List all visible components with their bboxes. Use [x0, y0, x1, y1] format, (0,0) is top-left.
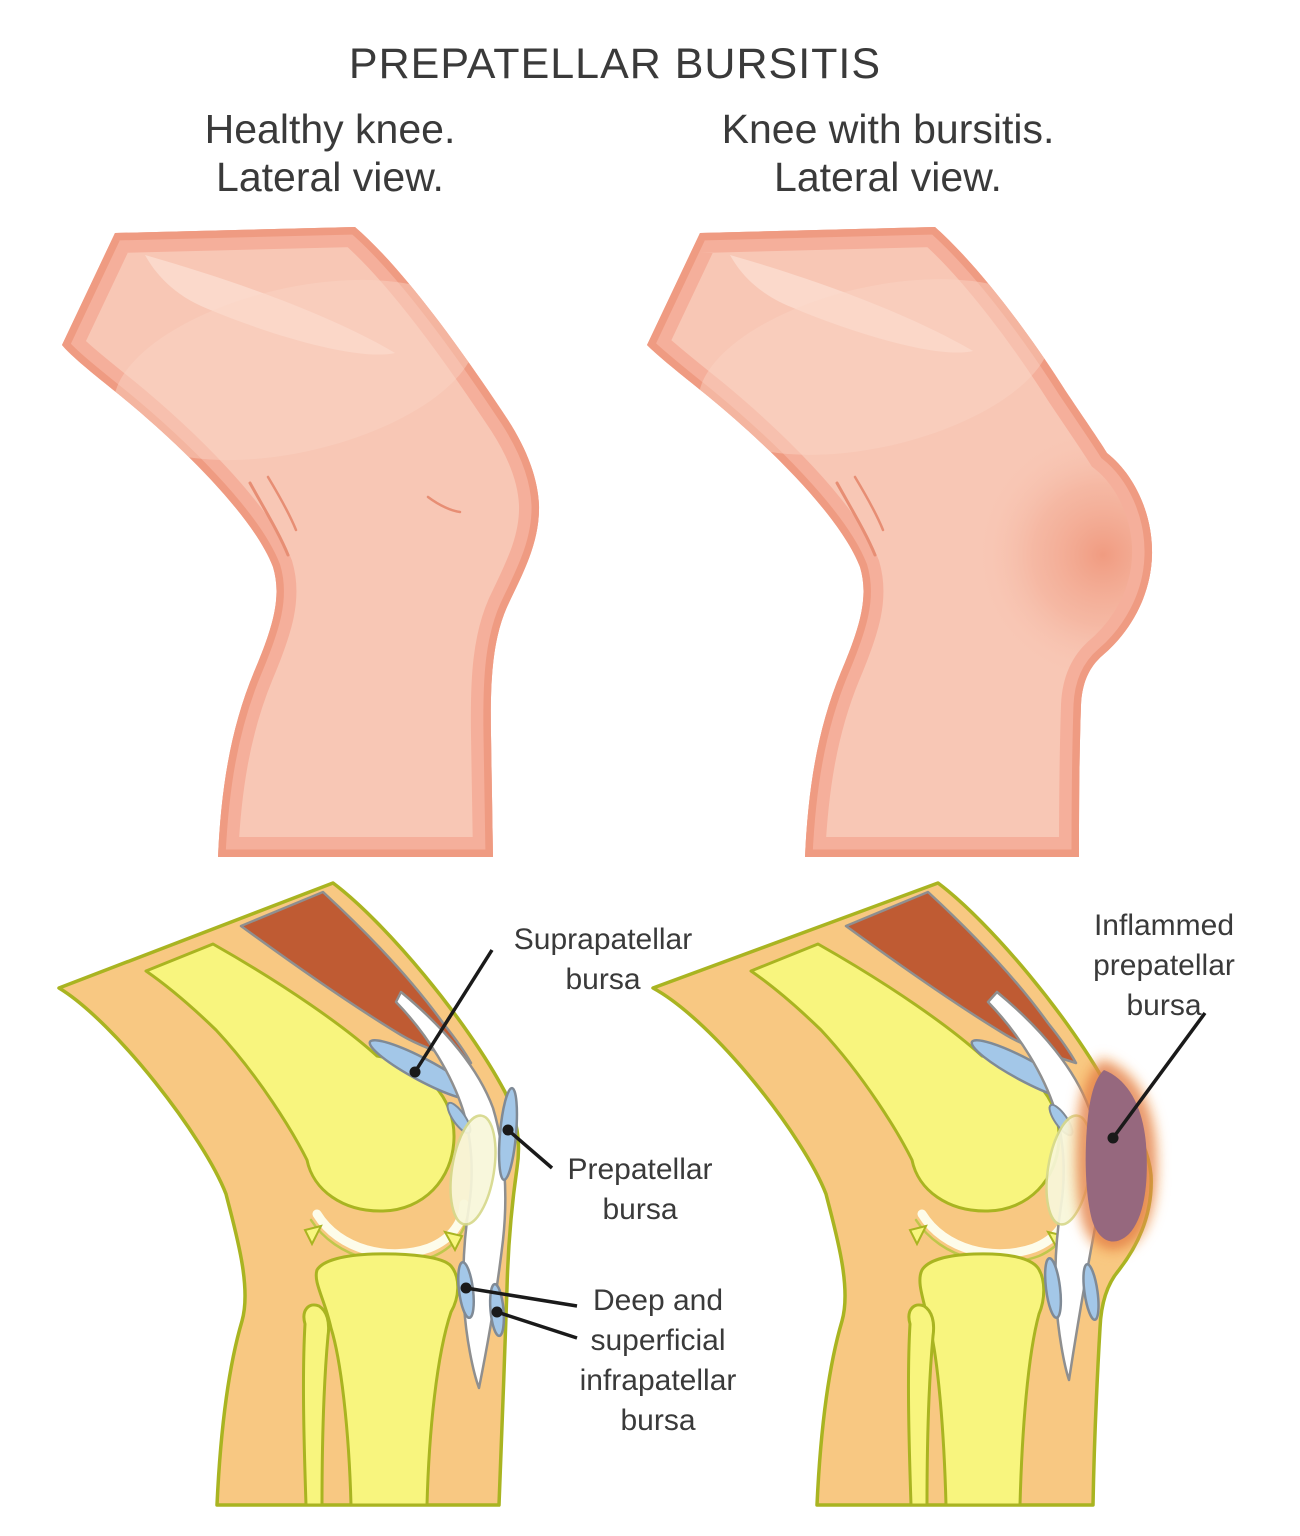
- inflamed-prepatellar-bursa-group: [1073, 1056, 1159, 1254]
- pointer-dot: [502, 1124, 514, 1136]
- patella-bone: [449, 1114, 497, 1226]
- healthy-knee-skin: [62, 227, 540, 857]
- meniscus-back: [908, 1224, 928, 1247]
- swelling-crease: [1095, 663, 1129, 674]
- knee-front-crease: [426, 495, 462, 514]
- deep-infrapatellar-bursa: [1043, 1256, 1063, 1320]
- deep-infrapatellar-pointer-line: [465, 1286, 578, 1308]
- tibia-bone: [314, 1252, 460, 1507]
- subtitle-bursitis-knee: Knee with bursitis. Lateral view.: [721, 106, 1055, 200]
- healthy-knee-illustration: [62, 227, 540, 857]
- bursitis-knee-illustration: [647, 227, 1153, 857]
- annotation-dots: [409, 1066, 514, 1318]
- suprapatellar-pointer-line: [413, 949, 494, 1073]
- bursitis-knee-skin: [647, 227, 1153, 857]
- inflamed-pointer-line: [1111, 1011, 1207, 1140]
- skin-highlight: [730, 255, 973, 353]
- knee-crease: [266, 475, 298, 532]
- knee-crease: [248, 481, 290, 557]
- meniscus-front: [443, 1230, 464, 1253]
- skin-highlight: [145, 255, 395, 355]
- femur-bone: [749, 942, 1061, 1213]
- bursitis-knee-anatomy: [651, 881, 1207, 1507]
- label-prepatellar-bursa: Prepatellar bursa: [567, 1153, 713, 1226]
- label-inflamed-prepatellar-bursa: Inflammed prepatellar bursa: [1093, 909, 1235, 1022]
- articular-cartilage: [312, 1199, 469, 1259]
- femur-bone: [144, 942, 456, 1213]
- superficial-infrapatellar-pointer-line: [496, 1310, 578, 1340]
- skin-highlight-wash: [113, 279, 477, 461]
- prepatellar-pointer-line: [506, 1128, 554, 1170]
- pointer-dot: [460, 1282, 472, 1294]
- label-suprapatellar-bursa: Suprapatellar bursa: [513, 923, 693, 996]
- pointer-dot: [1107, 1132, 1119, 1144]
- fibula-bone: [906, 1303, 936, 1507]
- healthy-knee-anatomy: [57, 881, 578, 1507]
- subtitle-healthy-knee: Healthy knee. Lateral view.: [204, 106, 456, 200]
- fibula-bone: [301, 1303, 331, 1507]
- pointer-dot: [409, 1066, 421, 1078]
- skin-highlight-wash: [698, 279, 1052, 455]
- annotation-lines: [413, 949, 578, 1340]
- knee-crease: [853, 475, 885, 532]
- superficial-infrapatellar-bursa: [1082, 1263, 1100, 1321]
- swelling-redness: [975, 400, 1153, 710]
- label-infrapatellar-bursa: Deep and superficial infrapatellar bursa: [579, 1284, 737, 1437]
- knee-crease: [835, 481, 877, 557]
- page-title: PREPATELLAR BURSITIS: [348, 40, 882, 88]
- meniscus-back: [303, 1224, 323, 1247]
- pointer-dot: [491, 1306, 503, 1318]
